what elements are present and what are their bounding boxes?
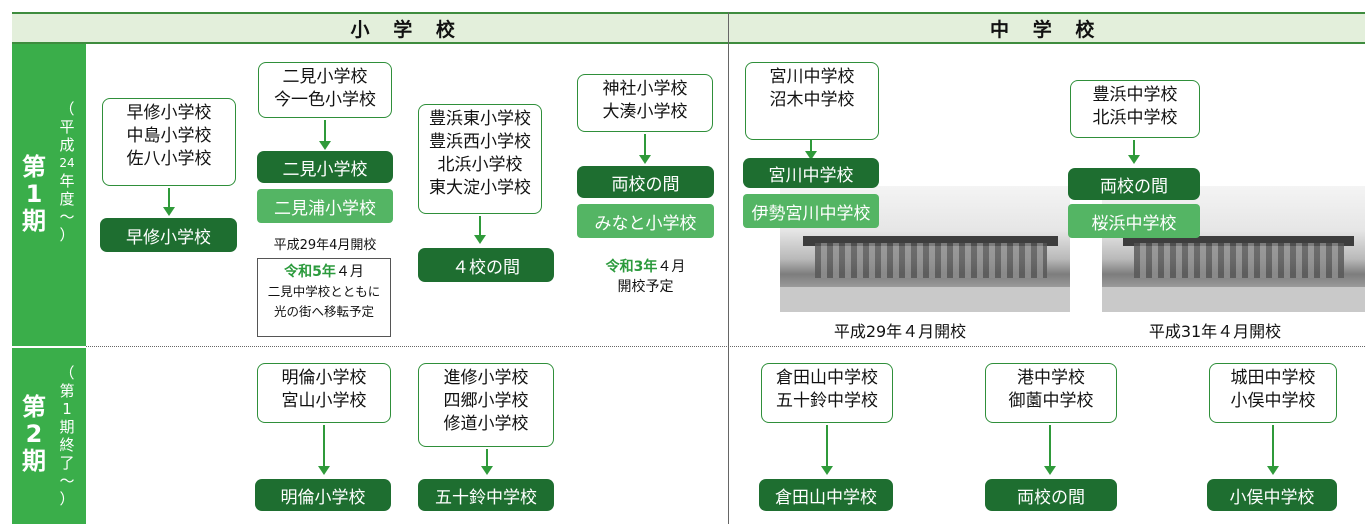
p2-junior-g1-origin: 倉田山中学校五十鈴中学校	[761, 363, 893, 423]
p1-elem-g4-result: 両校の間	[577, 166, 714, 198]
p1-junior-g1-caption: 平成29年４月開校	[833, 322, 967, 341]
school-photo-ise-miyagawa	[780, 186, 1070, 312]
p1-elem-g4-new-name: みなと小学校	[577, 204, 714, 238]
p1-elem-g2-result: 二見小学校	[257, 151, 393, 183]
p2-junior-g1-arrow	[821, 425, 833, 475]
p1-elem-g1-origin: 早修小学校中島小学校佐八小学校	[102, 98, 236, 186]
p1-elem-g4-origin: 神社小学校大湊小学校	[577, 74, 713, 132]
p1-junior-g2-origin: 豊浜中学校北浜中学校	[1070, 80, 1200, 138]
header-junior: 中 学 校	[728, 12, 1365, 44]
p1-elem-g3-result: ４校の間	[418, 248, 554, 282]
p2-elem-g1-arrow	[318, 425, 330, 475]
header-elementary: 小 学 校	[86, 12, 728, 44]
p2-junior-g3-origin: 城田中学校小俣中学校	[1209, 363, 1337, 423]
p1-junior-g2-caption: 平成31年４月開校	[1148, 322, 1282, 341]
p2-junior-g3-arrow	[1267, 425, 1279, 475]
p2-junior-g3-result: 小俣中学校	[1207, 479, 1337, 511]
p2-elem-g2-arrow	[481, 449, 493, 475]
p2-elem-g1-origin: 明倫小学校宮山小学校	[257, 363, 391, 423]
p2-junior-g1-result: 倉田山中学校	[759, 479, 893, 511]
p2-elem-g1-result: 明倫小学校	[255, 479, 391, 511]
p1-elem-g1-result: 早修小学校	[100, 218, 237, 252]
p1-junior-g2-arrow	[1128, 140, 1140, 164]
p1-elem-g3-origin: 豊浜東小学校豊浜西小学校北浜小学校東大淀小学校	[418, 104, 542, 214]
p1-junior-g1-arrow	[805, 140, 817, 160]
p1-junior-g1-new-name: 伊勢宮川中学校	[743, 194, 879, 228]
p2-elem-g2-origin: 進修小学校四郷小学校修道小学校	[418, 363, 554, 447]
p1-elem-g2-origin: 二見小学校今一色小学校	[258, 62, 392, 118]
header-corner	[12, 12, 86, 44]
column-divider	[728, 12, 729, 524]
p1-elem-g2-open-note: 平成29年4月開校	[273, 238, 377, 253]
p1-junior-g1-result: 宮川中学校	[743, 158, 879, 188]
school-photo-sakurahama	[1102, 186, 1365, 312]
p1-elem-g2-arrow	[319, 120, 331, 150]
p2-elem-g2-result: 五十鈴中学校	[418, 479, 554, 511]
p1-elem-g1-arrow	[163, 188, 175, 216]
p1-elem-g2-move-note: 令和5年４月 二見中学校とともに 光の街へ移転予定	[257, 258, 391, 337]
p2-junior-g2-origin: 港中学校御薗中学校	[985, 363, 1117, 423]
p1-junior-g2-result: 両校の間	[1068, 168, 1200, 200]
p1-elem-g2-new-name: 二見浦小学校	[257, 189, 393, 223]
p1-elem-g3-arrow	[474, 216, 486, 244]
p1-junior-g1-origin: 宮川中学校沼木中学校	[745, 62, 879, 140]
p1-elem-g4-arrow	[639, 134, 651, 164]
p1-junior-g2-new-name: 桜浜中学校	[1068, 204, 1200, 238]
period-divider	[86, 346, 1365, 347]
p1-elem-g4-note: 令和3年４月 開校予定	[605, 259, 686, 295]
p2-junior-g2-arrow	[1044, 425, 1056, 475]
p2-junior-g2-result: 両校の間	[985, 479, 1117, 511]
